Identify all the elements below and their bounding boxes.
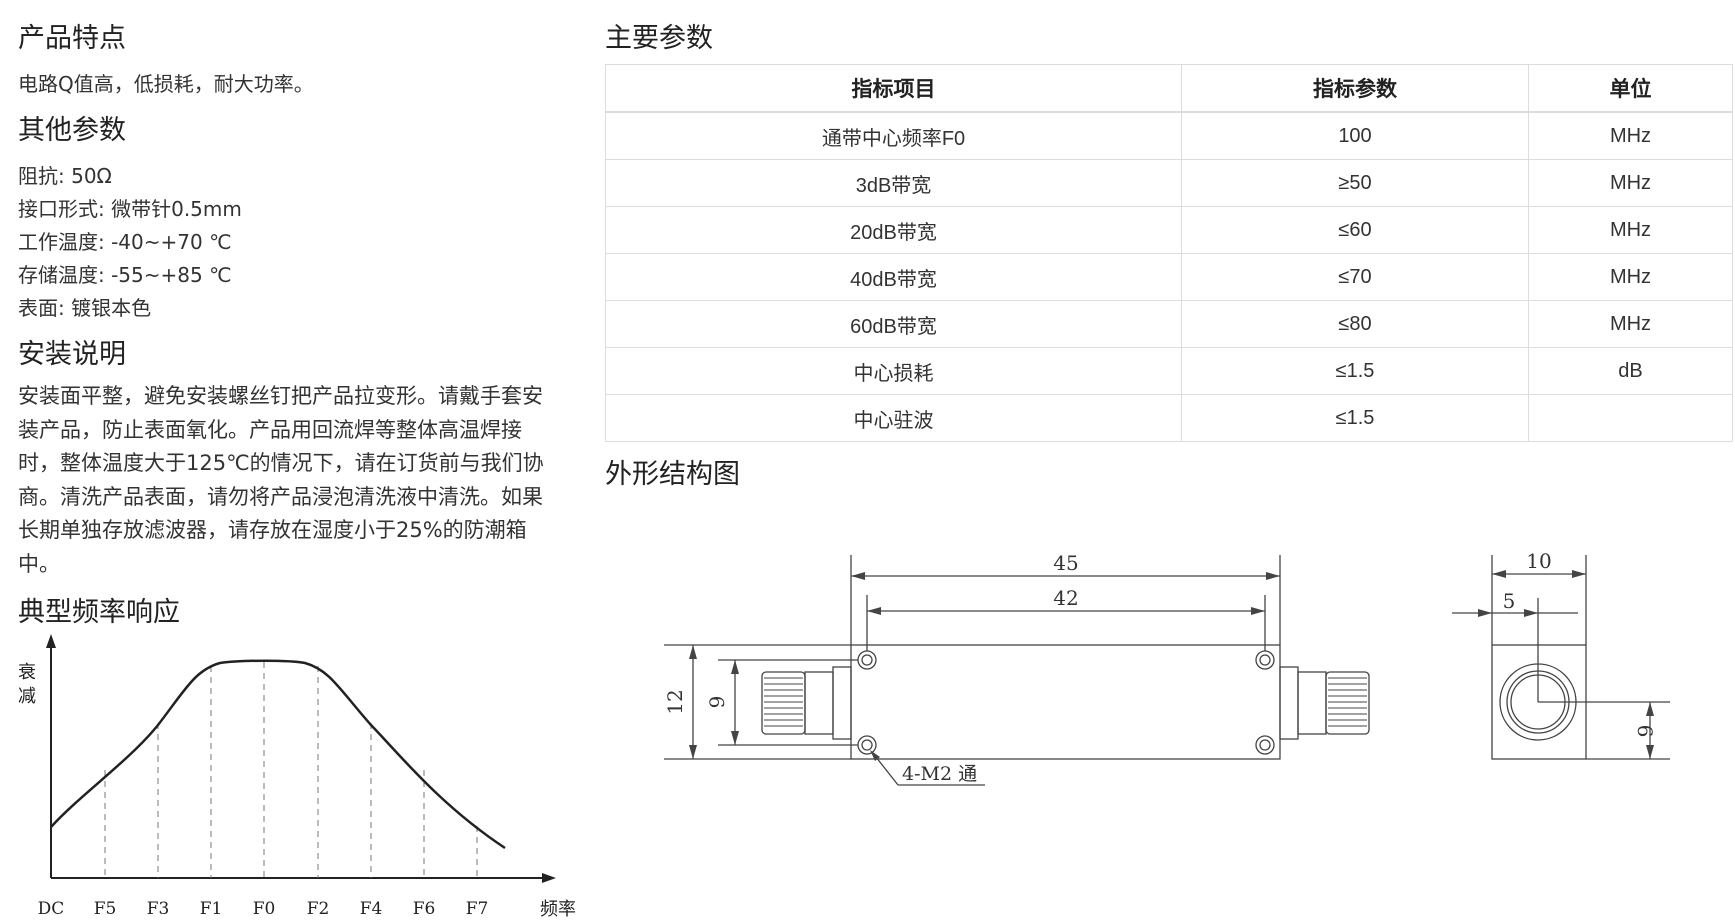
cell-item: 20dB带宽 [605, 206, 1182, 254]
table-header-row: 指标项目 指标参数 单位 [605, 64, 1733, 113]
features-heading: 产品特点 [18, 23, 126, 54]
param-storage-temp: 存储温度: -55~+85 ℃ [18, 263, 232, 287]
mount-hole [857, 735, 877, 755]
main-params-heading: 主要参数 [605, 23, 713, 54]
x-axis-label: 频率 [540, 899, 576, 920]
x-tick-label: F1 [200, 899, 223, 919]
x-tick-label: F0 [253, 899, 276, 919]
cell-unit: dB [1528, 347, 1733, 395]
cell-value: ≥50 [1181, 159, 1529, 207]
cell-unit: MHz [1528, 253, 1733, 301]
right-connector-flange [1279, 666, 1299, 740]
install-text: 安装面平整，避免安装螺丝钉把产品拉变形。请戴手套安装产品，防止表面氧化。产品用回… [18, 384, 544, 576]
thread-hatching [764, 677, 1367, 727]
left-connector-nut [804, 671, 834, 735]
dim-length: 45 [1053, 551, 1078, 575]
frequency-response-chart: 衰 减 DC F5 F3 F1 F0 F2 F4 F6 F7 频率 [18, 634, 576, 920]
dim-hole-pitch: 42 [1053, 586, 1078, 610]
mount-hole [1255, 735, 1275, 755]
x-tick-label: F3 [147, 899, 170, 919]
dim-holes: 4-M2 通 [902, 763, 977, 785]
x-tick-label: DC [38, 899, 65, 919]
left-connector-flange [832, 666, 852, 740]
cell-unit: MHz [1528, 206, 1733, 254]
cell-unit: MHz [1528, 300, 1733, 348]
dim-hole-pitch-v: 9 [705, 696, 729, 709]
cell-item: 中心损耗 [605, 347, 1182, 395]
cell-value: ≤1.5 [1181, 394, 1529, 442]
dim-center-x: 5 [1503, 589, 1516, 613]
cell-value: ≤60 [1181, 206, 1529, 254]
param-interface: 接口形式: 微带针0.5mm [18, 197, 242, 221]
y-axis-label-1: 衰 [18, 662, 36, 683]
outline-heading: 外形结构图 [605, 459, 740, 490]
param-surface: 表面: 镀银本色 [18, 296, 152, 320]
dim-height: 12 [663, 689, 687, 714]
cell-item: 40dB带宽 [605, 253, 1182, 301]
y-axis-label-2: 减 [18, 686, 36, 707]
cell-value: ≤80 [1181, 300, 1529, 348]
cell-unit: MHz [1528, 111, 1733, 160]
features-text: 电路Q值高，低损耗，耐大功率。 [18, 72, 314, 96]
dim-center-y: 6 [1633, 725, 1657, 738]
cell-value: ≤1.5 [1181, 347, 1529, 395]
right-connector-nut [1297, 671, 1327, 735]
x-tick-label: F5 [94, 899, 117, 919]
x-tick-label: F2 [307, 899, 330, 919]
response-curve [50, 659, 506, 850]
x-tick-label: F7 [466, 899, 489, 919]
column-header-unit: 单位 [1528, 64, 1733, 113]
cell-value: 100 [1181, 111, 1529, 160]
param-operating-temp: 工作温度: -40~+70 ℃ [18, 230, 232, 254]
column-header-item: 指标项目 [605, 64, 1182, 113]
filter-body [850, 644, 1281, 760]
cell-item: 通带中心频率F0 [605, 111, 1182, 160]
cell-item: 3dB带宽 [605, 159, 1182, 207]
dim-width: 10 [1526, 549, 1551, 573]
cell-value: ≤70 [1181, 253, 1529, 301]
other-params-heading: 其他参数 [18, 115, 126, 146]
mount-hole [1255, 650, 1275, 670]
left-connector-thread [761, 671, 806, 735]
right-connector-thread [1325, 671, 1370, 735]
param-impedance: 阻抗: 50Ω [18, 164, 112, 188]
x-axis-arrow [542, 873, 556, 883]
column-header-value: 指标参数 [1181, 64, 1529, 113]
table-row: 中心驻波≤1.5 [605, 394, 1733, 442]
cell-unit [1528, 394, 1733, 442]
cell-item: 60dB带宽 [605, 300, 1182, 348]
response-heading: 典型频率响应 [18, 597, 180, 628]
x-tick-label: F4 [360, 899, 383, 919]
mount-hole [857, 650, 877, 670]
install-heading: 安装说明 [18, 339, 126, 370]
x-tick-label: F6 [413, 899, 436, 919]
cell-item: 中心驻波 [605, 394, 1182, 442]
y-axis-arrow [46, 634, 56, 648]
cell-unit: MHz [1528, 159, 1733, 207]
outline-drawing: 45 42 10 5 4-M2 通 12 9 6 [663, 549, 1670, 786]
